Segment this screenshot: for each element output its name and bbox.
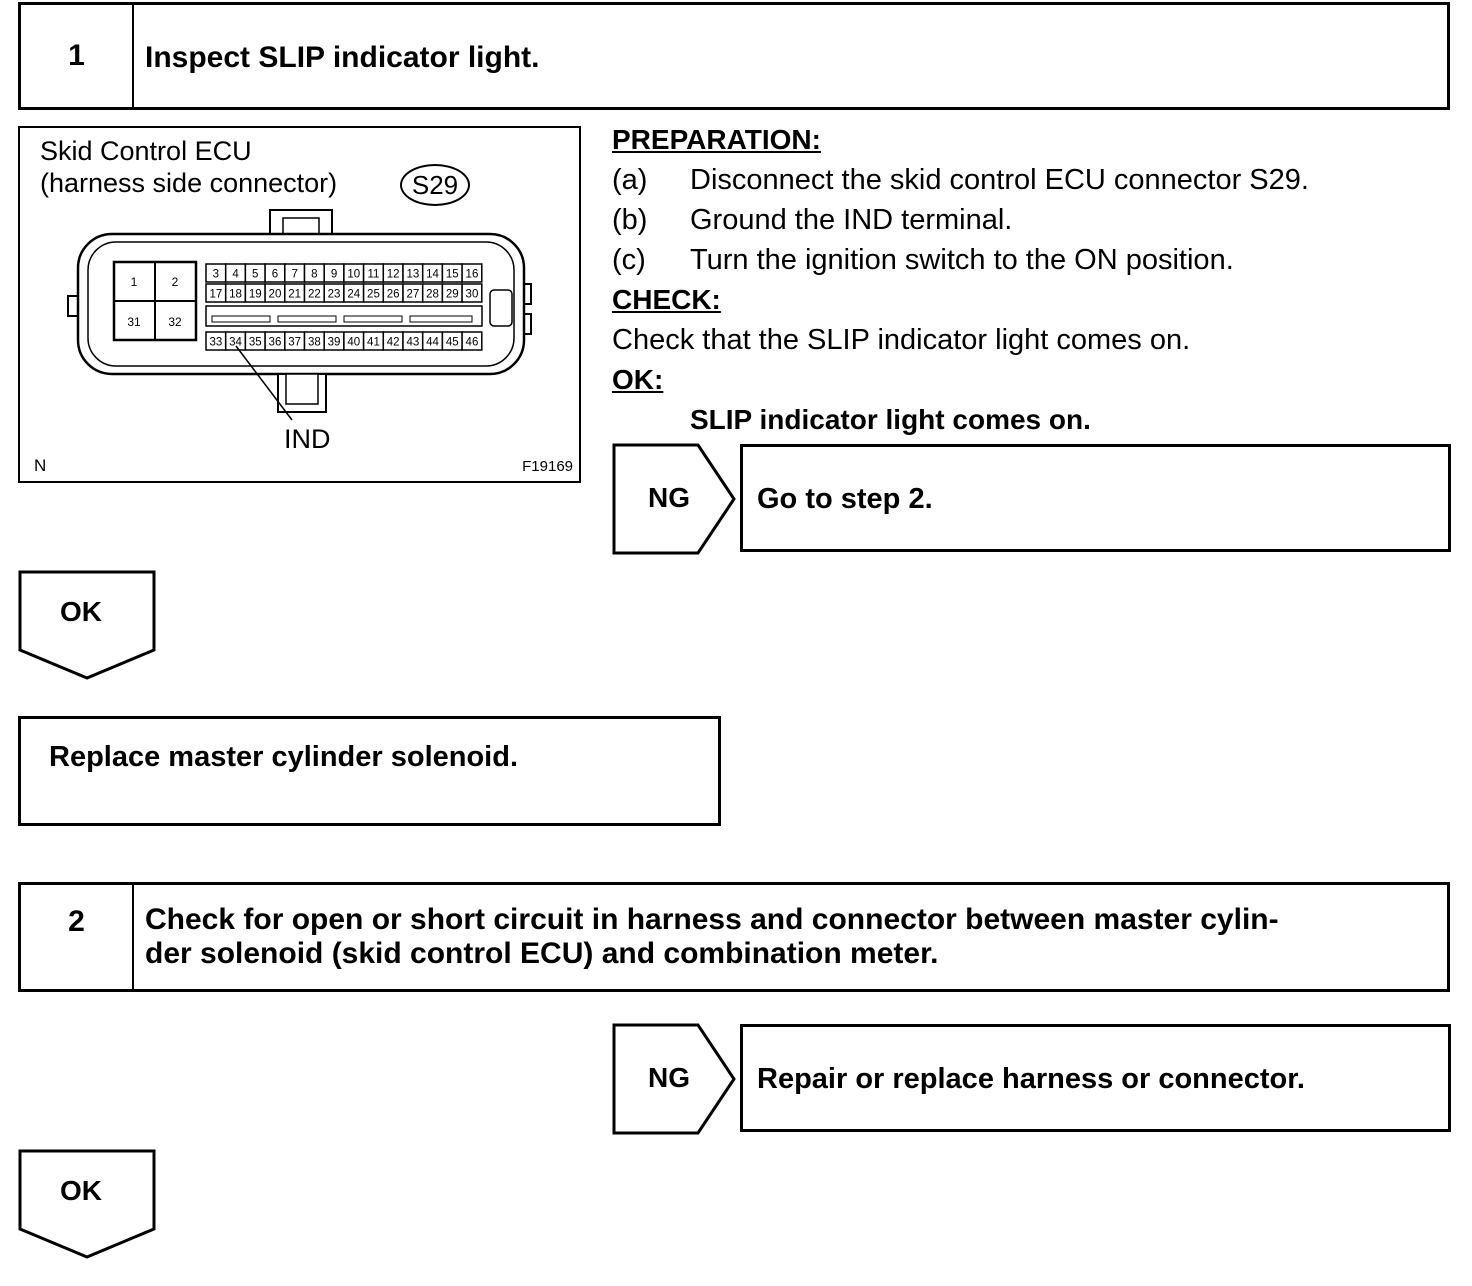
ng2-result-box: Repair or replace harness or connector. <box>740 1024 1451 1132</box>
ok2-label: OK <box>60 1175 102 1206</box>
big-pin-31: 31 <box>127 315 141 329</box>
pin-number-19: 19 <box>249 289 262 301</box>
pin-number-27: 27 <box>406 289 419 301</box>
pin-number-16: 16 <box>466 269 479 281</box>
pin-number-36: 36 <box>269 337 282 349</box>
pin-number-44: 44 <box>426 337 439 349</box>
procedure-block: PREPARATION: (a) Disconnect the skid cont… <box>612 120 1452 440</box>
big-pin-32: 32 <box>168 315 182 329</box>
ok-header: OK: <box>612 364 664 395</box>
preparation-header: PREPARATION: <box>612 124 821 155</box>
pin-number-21: 21 <box>288 289 301 301</box>
pin-number-40: 40 <box>347 337 360 349</box>
pin-row-1: 3 4 5 6 7 8 9 10 11 12 13 14 15 16 <box>205 263 483 283</box>
pin-number-35: 35 <box>249 337 262 349</box>
prep-step-c-text: Turn the ignition switch to the ON posit… <box>690 244 1234 276</box>
ng2-result-text: Repair or replace harness or connector. <box>757 1063 1305 1095</box>
big-pin-2: 2 <box>172 275 179 289</box>
prep-step-a-text: Disconnect the skid control ECU connecto… <box>690 164 1309 196</box>
figure-title-line1: Skid Control ECU <box>40 136 252 166</box>
pin-number-28: 28 <box>426 289 439 301</box>
ok1-label: OK <box>60 596 102 627</box>
pin-number-5: 5 <box>252 269 258 281</box>
prep-step-b-text: Ground the IND terminal. <box>690 204 1013 236</box>
ok1-arrow-box <box>18 570 156 680</box>
prep-step-c: (c) Turn the ignition switch to the ON po… <box>612 240 1452 280</box>
pin-number-17: 17 <box>209 289 222 301</box>
pin-number-18: 18 <box>229 289 242 301</box>
pin-cell <box>461 263 483 283</box>
pin-cell <box>461 283 483 303</box>
pin-number-25: 25 <box>367 289 380 301</box>
check-text: Check that the SLIP indicator light come… <box>612 324 1191 356</box>
pin-number-34: 34 <box>229 337 242 349</box>
pin-cell <box>461 331 483 351</box>
pin-number-43: 43 <box>406 337 419 349</box>
pin-number-6: 6 <box>272 269 278 281</box>
pin-number-23: 23 <box>328 289 341 301</box>
ng2-label: NG <box>648 1062 690 1093</box>
pin-number-22: 22 <box>308 289 321 301</box>
pin-number-9: 9 <box>331 269 337 281</box>
pin-number-29: 29 <box>446 289 459 301</box>
pin-number-4: 4 <box>232 269 239 281</box>
figure-title-line2: (harness side connector) <box>40 168 338 198</box>
figure-corner-label: N <box>34 456 47 475</box>
pin-number-24: 24 <box>347 289 360 301</box>
pin-number-15: 15 <box>446 269 459 281</box>
ng2-arrow-box <box>612 1023 736 1135</box>
ok-text: SLIP indicator light comes on. <box>690 404 1091 435</box>
connector-id-badge: S29 <box>400 164 470 206</box>
result1-text: Replace master cylinder solenoid. <box>49 741 519 773</box>
connector-figure: Skid Control ECU (harness side connector… <box>18 126 581 483</box>
ng1-result-box: Go to step 2. <box>740 444 1451 552</box>
terminal-label-ind: IND <box>284 424 331 454</box>
ng1-arrow-box <box>612 443 736 555</box>
pin-number-26: 26 <box>387 289 400 301</box>
step1-title: Inspect SLIP indicator light. <box>145 41 540 74</box>
step2-title-line1: Check for open or short circuit in harne… <box>145 903 1279 936</box>
pin-number-42: 42 <box>387 337 400 349</box>
step2-title-line2: der solenoid (skid control ECU) and comb… <box>145 937 939 970</box>
connector-id-label: S29 <box>411 169 459 200</box>
pin-number-11: 11 <box>367 269 379 281</box>
check-header: CHECK: <box>612 284 721 315</box>
step2-number: 2 <box>21 885 134 989</box>
pin-number-12: 12 <box>387 269 400 281</box>
pin-number-7: 7 <box>291 269 297 281</box>
pin-row-2: 17 18 19 20 21 22 23 24 25 26 27 28 29 30 <box>205 283 483 303</box>
ng1-result-text: Go to step 2. <box>757 483 933 515</box>
pin-number-41: 41 <box>367 337 380 349</box>
figure-id: F19169 <box>522 458 573 475</box>
pin-number-14: 14 <box>426 269 439 281</box>
step1-header: 1 Inspect SLIP indicator light. <box>18 2 1450 110</box>
pin-number-8: 8 <box>311 269 317 281</box>
pin-number-46: 46 <box>466 337 479 349</box>
result1-box: Replace master cylinder solenoid. <box>18 716 721 826</box>
prep-step-c-label: (c) <box>612 244 646 276</box>
prep-step-b-label: (b) <box>612 204 648 236</box>
big-pin-1: 1 <box>131 275 138 289</box>
pin-number-37: 37 <box>288 337 301 349</box>
ind-leader-line <box>235 345 293 421</box>
pin-number-20: 20 <box>269 289 282 301</box>
prep-step-a-label: (a) <box>612 164 648 196</box>
pin-number-39: 39 <box>328 337 341 349</box>
ok2-arrow-box <box>18 1149 156 1259</box>
pin-number-45: 45 <box>446 337 459 349</box>
pin-number-38: 38 <box>308 337 321 349</box>
pin-number-3: 3 <box>213 269 219 281</box>
pin-row-3: 33 34 35 36 37 38 39 40 41 42 43 44 45 46 <box>205 331 483 351</box>
prep-step-a: (a) Disconnect the skid control ECU conne… <box>612 160 1452 200</box>
prep-step-b: (b) Ground the IND terminal. <box>612 200 1452 240</box>
pin-number-30: 30 <box>466 289 479 301</box>
ng1-label: NG <box>648 482 690 513</box>
pin-number-10: 10 <box>347 269 360 281</box>
step2-header: 2 Check for open or short circuit in har… <box>18 882 1450 992</box>
pin-number-33: 33 <box>209 337 222 349</box>
pin-number-13: 13 <box>406 269 419 281</box>
step1-number: 1 <box>21 5 134 107</box>
